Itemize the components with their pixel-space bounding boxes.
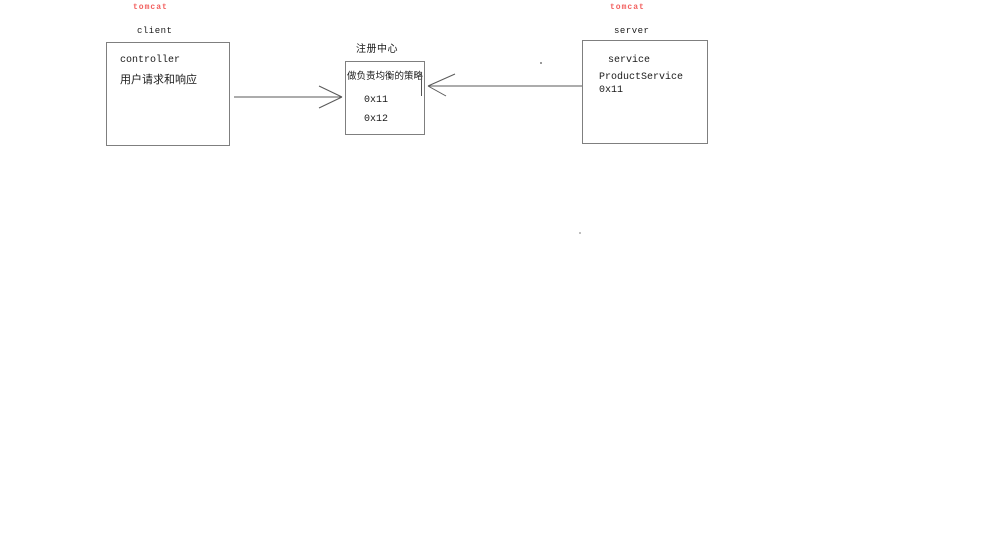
stray-mark-dot bbox=[540, 62, 542, 64]
arrow-server-to-registry bbox=[427, 73, 582, 97]
server-box-line-0x11: 0x11 bbox=[599, 85, 624, 96]
client-node-box: controller 用户请求和响应 bbox=[106, 42, 230, 146]
registry-box-entry-0x11: 0x11 bbox=[364, 95, 389, 106]
registry-node-box: 做负责均衡的策略 0x11 0x12 bbox=[345, 61, 425, 135]
stray-mark-dot bbox=[579, 232, 581, 234]
client-box-line-controller: controller bbox=[120, 55, 181, 66]
server-node-box: service ProductService 0x11 bbox=[582, 40, 708, 144]
text-caret bbox=[421, 72, 422, 96]
server-runtime-label: tomcat bbox=[610, 3, 645, 12]
registry-node-title: 注册中心 bbox=[356, 44, 398, 55]
client-box-line-request-response: 用户请求和响应 bbox=[120, 73, 197, 86]
client-node-title: client bbox=[137, 26, 173, 36]
registry-box-entry-0x12: 0x12 bbox=[364, 114, 389, 125]
arrow-client-to-registry bbox=[234, 85, 343, 109]
client-runtime-label: tomcat bbox=[133, 3, 168, 12]
server-node-title: server bbox=[614, 26, 650, 36]
server-box-line-productservice: ProductService bbox=[599, 72, 684, 83]
server-box-line-service: service bbox=[608, 55, 651, 66]
registry-box-line-strategy[interactable]: 做负责均衡的策略 bbox=[347, 71, 424, 82]
